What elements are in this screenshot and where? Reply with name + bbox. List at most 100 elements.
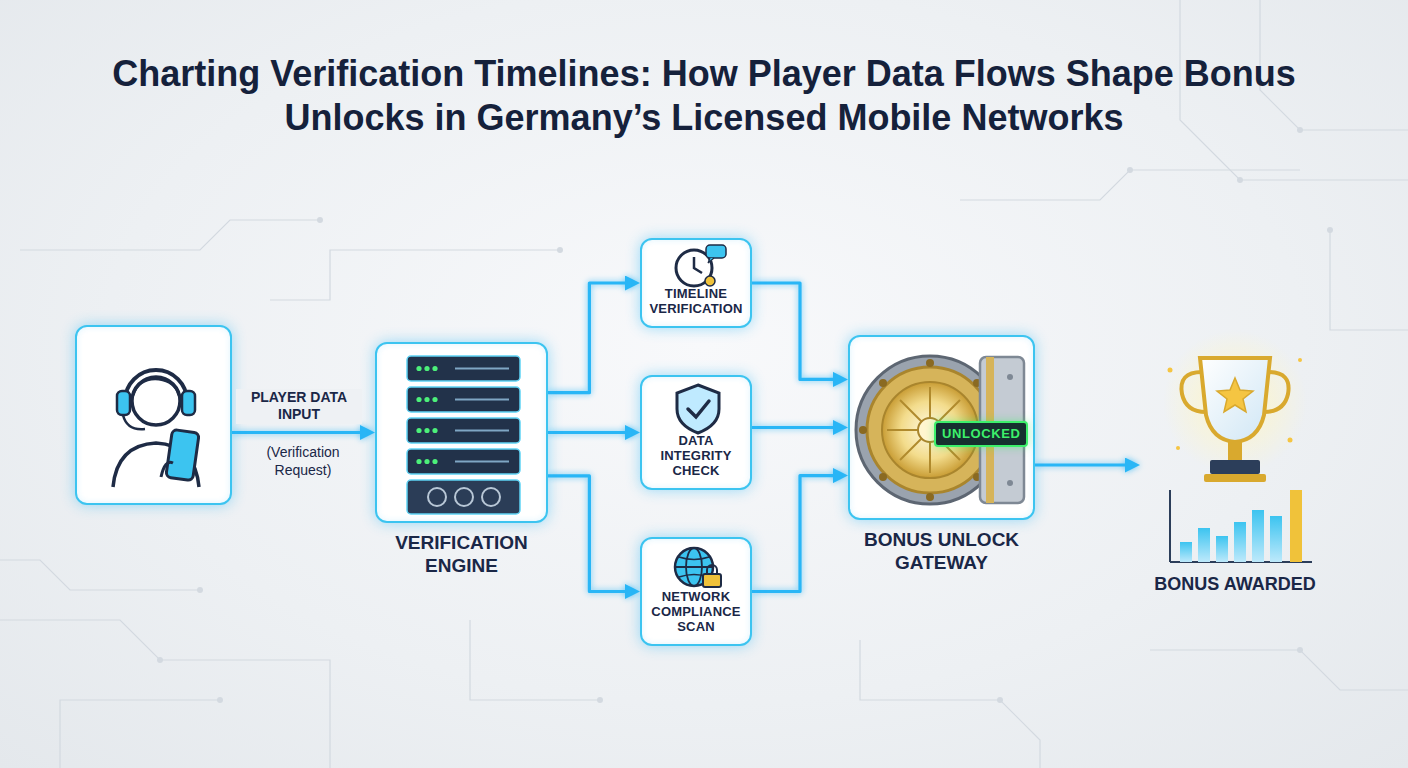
player-icon-part: [133, 379, 179, 395]
process-box: DATA INTEGRITY CHECK: [640, 375, 752, 490]
server-rack-icon-part-part: [424, 366, 429, 371]
node-label: DATA INTEGRITY CHECK: [648, 434, 744, 479]
player-icon-part: [161, 462, 173, 477]
status-badge: UNLOCKED: [934, 421, 1028, 447]
vault-icon-part-part: [926, 359, 934, 367]
clock-icon-part: [708, 258, 714, 263]
server-rack-icon-part-part: [455, 461, 509, 463]
trophy-chart-icon-part-part: [1168, 368, 1173, 373]
server-rack-icon-part-part: [432, 428, 437, 433]
circuit-background-part-part: [0, 560, 200, 590]
server-rack-icon-part-part: [416, 397, 421, 402]
server-rack-icon-part: [416, 366, 437, 464]
vault-icon-part-part: [859, 426, 867, 434]
trophy-chart-icon-part: [1180, 490, 1302, 562]
clock-icon-part: [694, 257, 702, 273]
trophy-chart-icon-part-part: [1270, 516, 1282, 562]
trophy-chart-icon-part-part: [1198, 528, 1210, 562]
trophy-chart-icon-part-part: [1298, 358, 1302, 362]
trophy-chart-icon-part: [1217, 378, 1253, 412]
shield-icon-part: [677, 385, 719, 433]
circuit-background-part: [157, 127, 1333, 703]
trophy-chart-icon: [1140, 330, 1330, 600]
circuit-background-part-part: [997, 697, 1003, 703]
circuit-background-part-part: [60, 700, 220, 768]
circuit-background-part-part: [0, 620, 330, 768]
server-rack-icon-part-part: [424, 428, 429, 433]
trophy-chart-icon-part-part: [1176, 446, 1180, 450]
node-heading: VERIFICATION ENGINE: [377, 531, 547, 577]
trophy-chart-icon-part-part: [1290, 490, 1302, 562]
vault-icon-part-part: [1007, 480, 1013, 486]
server-rack-icon-part-part: [407, 356, 520, 381]
player-icon-part: [132, 377, 180, 425]
circuit-background-part-part: [270, 250, 560, 300]
server-rack-icon-part-part: [482, 488, 500, 506]
player-icon-part: [123, 415, 145, 429]
server-rack-icon-part-part: [455, 399, 509, 401]
server-rack-icon-part-part: [407, 480, 520, 514]
trophy-chart-icon-part: [1169, 490, 1171, 562]
node-label: TIMELINE VERIFICATION: [648, 287, 744, 317]
player-icon-part: [166, 429, 199, 480]
trophy-chart-icon-part: [1228, 442, 1242, 460]
flow-arrow: [752, 426, 839, 429]
circuit-background-part-part: [557, 247, 563, 253]
trophy-chart-icon-part: [1200, 358, 1270, 442]
trophy-chart-icon-part: [1204, 474, 1266, 482]
circuit-background-part-part: [197, 587, 203, 593]
server-rack-icon-part-part: [455, 430, 509, 432]
clock-icon: [642, 240, 754, 290]
node-heading: BONUS UNLOCK GATEWAY: [847, 528, 1037, 574]
stage-box: VERIFICATION ENGINE: [375, 342, 548, 523]
circuit-background-part-part: [1150, 650, 1408, 690]
player-icon-part: [125, 370, 187, 401]
server-rack-icon-part: [428, 488, 500, 506]
server-rack-icon-part-part: [407, 387, 520, 412]
circuit-background-part-part: [1297, 127, 1303, 133]
flow-arrow: [548, 431, 631, 434]
server-rack-icon-part-part: [407, 418, 520, 443]
player-icon: [77, 327, 234, 507]
result-node: BONUS AWARDED: [1140, 330, 1330, 600]
flow-arrow: [548, 476, 631, 592]
player-icon-part: [182, 391, 195, 415]
flow-arrow: [232, 431, 366, 434]
server-rack-icon-part-part: [432, 397, 437, 402]
circuit-background-part-part: [1327, 227, 1333, 233]
flow-arrow: [1035, 463, 1131, 466]
circuit-background-part-part: [597, 697, 603, 703]
server-rack-icon-part-part: [416, 366, 421, 371]
server-rack-icon-part-part: [432, 366, 437, 371]
circuit-background-part-part: [157, 657, 163, 663]
flow-arrow: [752, 283, 839, 379]
vault-icon-part-part: [1007, 374, 1013, 380]
server-rack-icon-part-part: [407, 449, 520, 474]
server-rack-icon-part-part: [455, 368, 509, 370]
vault-icon-part-part: [879, 473, 887, 481]
circuit-background-part-part: [20, 220, 320, 250]
circuit-background-part-part: [1260, 0, 1408, 130]
server-rack-icon: [377, 344, 550, 525]
flow-arrow: [752, 476, 839, 592]
player-icon-part: [117, 391, 130, 415]
stage-box: UNLOCKEDBONUS UNLOCK GATEWAY: [848, 335, 1035, 520]
trophy-chart-icon-part-part: [1252, 510, 1264, 562]
circuit-background-part-part: [1180, 0, 1408, 180]
circuit-background-part-part: [1330, 230, 1408, 330]
trophy-chart-icon-part: [1163, 330, 1307, 474]
clock-icon-part: [705, 276, 715, 286]
vault-icon-part-part: [926, 493, 934, 501]
process-box: TIMELINE VERIFICATION: [640, 238, 752, 328]
trophy-chart-icon-part-part: [1234, 522, 1246, 562]
circuit-background-part-part: [1297, 647, 1303, 653]
circuit-background-part-part: [860, 640, 1040, 768]
stage-box: [75, 325, 232, 505]
shield-icon-part: [688, 401, 709, 417]
diagram-title: Charting Verification Timelines: How Pla…: [60, 52, 1348, 140]
circuit-background-part-part: [1127, 167, 1133, 173]
server-rack-icon-part-part: [424, 397, 429, 402]
vault-icon-part-part: [879, 379, 887, 387]
